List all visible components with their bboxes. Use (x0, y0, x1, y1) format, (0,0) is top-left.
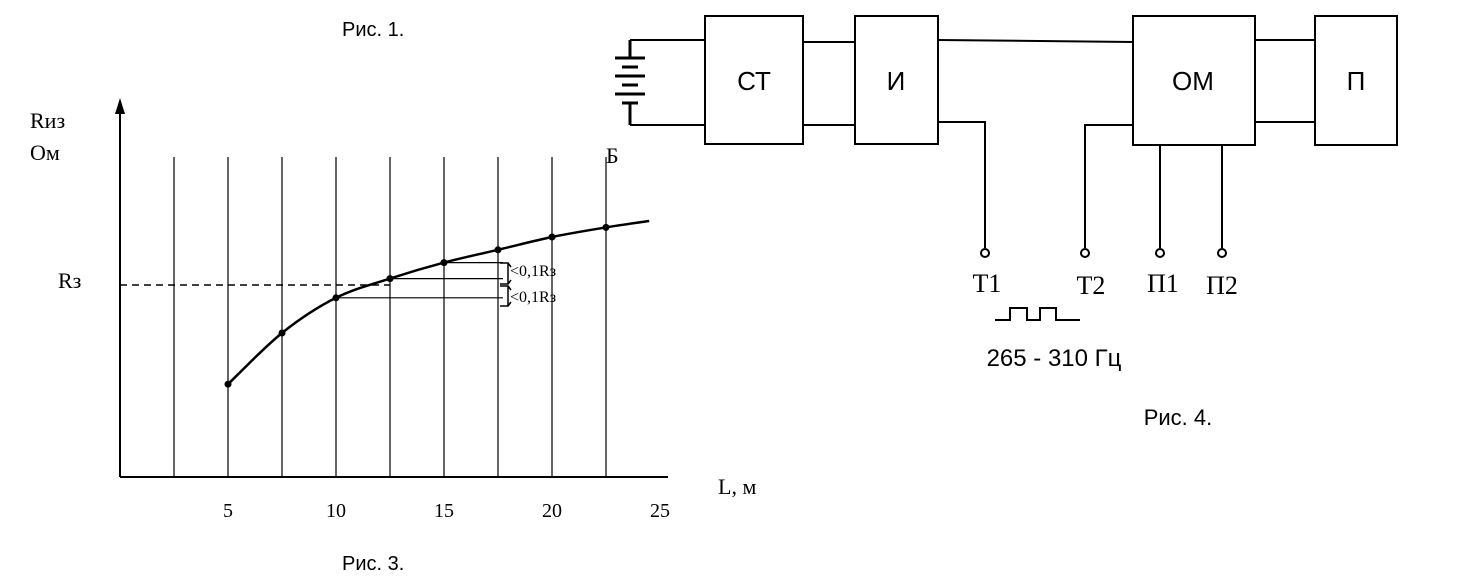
x-tick-label-1: 10 (326, 500, 346, 522)
y-axis-arrow (115, 98, 125, 114)
block-p-label: П (1347, 66, 1366, 96)
terminal-t1-label: Т1 (973, 269, 1002, 298)
data-point-5 (494, 246, 502, 254)
x-axis-label: L, м (718, 474, 756, 499)
fig3-caption: Рис. 3. (342, 553, 404, 575)
x-tick-labels: 5 10 15 20 25 (223, 500, 670, 522)
x-tick-label-4: 25 (650, 500, 670, 522)
terminal-p1-label: П1 (1147, 269, 1179, 298)
y-axis-label-1: Rиз (30, 108, 65, 133)
chart-grid (173, 157, 607, 477)
fig4-diagram: СТ И ОМ П Т1 Т2 П1 П2 265 - 310 Гц Рис. … (615, 15, 1398, 430)
square-wave-icon (995, 307, 1080, 321)
terminal-p2-label: П2 (1206, 271, 1238, 300)
annotation-upper: <0,1Rз (510, 263, 556, 280)
b-label: Б (606, 143, 619, 168)
fig3-chart: 5 10 15 20 25 <0,1Rз <0,1Rз Rиз Ом Rз L, м Б… (30, 98, 756, 575)
wires (630, 39, 1315, 321)
block-om-label: ОМ (1172, 66, 1214, 96)
terminal-circles (980, 248, 1227, 258)
data-point-7 (602, 223, 610, 231)
data-point-0 (224, 380, 232, 388)
data-point-1 (278, 329, 286, 337)
block-i-label: И (887, 66, 906, 96)
tolerance-bracket-lower (500, 285, 512, 307)
y-axis-label-2: Ом (30, 140, 60, 165)
block-p (1314, 15, 1398, 146)
terminal-t2-label: Т2 (1077, 271, 1106, 300)
rz-label: Rз (58, 268, 81, 293)
series-curve (227, 219, 650, 386)
series-points (224, 223, 610, 388)
block-i (854, 15, 939, 145)
tolerance-bracket-upper (500, 262, 512, 285)
block-st-label: СТ (737, 66, 771, 96)
data-point-6 (548, 233, 556, 241)
block-st (704, 15, 804, 145)
data-point-2 (332, 294, 340, 302)
frequency-label: 265 - 310 Гц (987, 345, 1122, 372)
x-tick-label-3: 20 (542, 500, 562, 522)
data-point-4 (440, 259, 448, 267)
data-point-3 (386, 275, 394, 283)
fig1-caption: Рис. 1. (342, 19, 404, 41)
fig4-caption: Рис. 4. (1144, 405, 1213, 430)
x-tick-label-0: 5 (223, 500, 233, 522)
tolerance-lines (336, 262, 503, 299)
x-tick-label-2: 15 (434, 500, 454, 522)
block-om (1132, 15, 1256, 146)
battery-icon (615, 40, 645, 125)
annotation-lower: <0,1Rз (510, 289, 556, 306)
